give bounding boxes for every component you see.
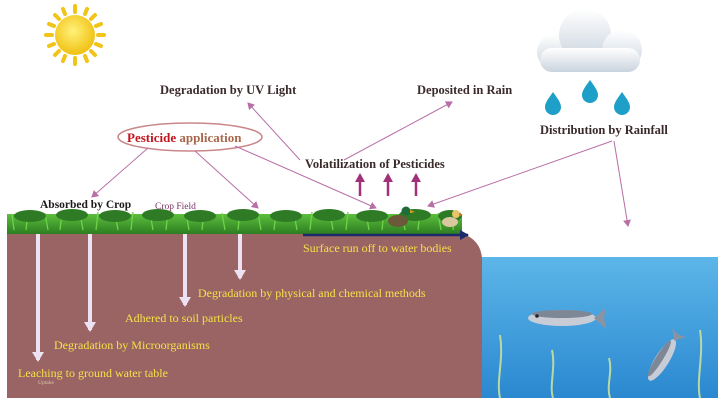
cloud-icon (537, 9, 642, 72)
absorbed-by-crop-label: Absorbed by Crop (40, 199, 132, 211)
pesticide-application-label: Pesticide application (127, 131, 241, 144)
uptake-caption: Uptake (38, 380, 54, 386)
sun-icon (44, 4, 106, 66)
transport-arrows (91, 101, 631, 227)
soil (7, 232, 482, 398)
crop-field-label: Crop Field (155, 202, 196, 212)
duck-icon (388, 206, 463, 227)
application-word: application (179, 130, 242, 145)
pesticide-word: Pesticide (127, 130, 177, 145)
soil-arrows (32, 234, 246, 362)
crop-grass (7, 209, 462, 234)
seaweed-icon (497, 329, 703, 399)
volatilization-arrows (355, 173, 421, 196)
raindrop-icon (545, 80, 630, 115)
fish-icon (528, 308, 606, 329)
physical-chemical-degradation-label: Degradation by physical and chemical met… (198, 286, 426, 300)
microorganism-degradation-label: Degradation by Microorganisms (54, 338, 210, 352)
rainfall-distribution-label: Distribution by Rainfall (540, 123, 668, 137)
surface-runoff-label: Surface run off to water bodies (303, 241, 452, 255)
pesticide-application-ellipse (117, 122, 263, 152)
adhered-to-soil-label: Adhered to soil particles (125, 311, 243, 325)
rain-deposit-label: Deposited in Rain (417, 83, 513, 97)
leaching-label: Leaching to ground water table (18, 366, 168, 380)
volatilization-label: Volatilization of Pesticides (305, 157, 445, 171)
uv-degradation-label: Degradation by UV Light (160, 83, 297, 97)
fish-icon (647, 328, 686, 381)
water-body (482, 257, 718, 398)
